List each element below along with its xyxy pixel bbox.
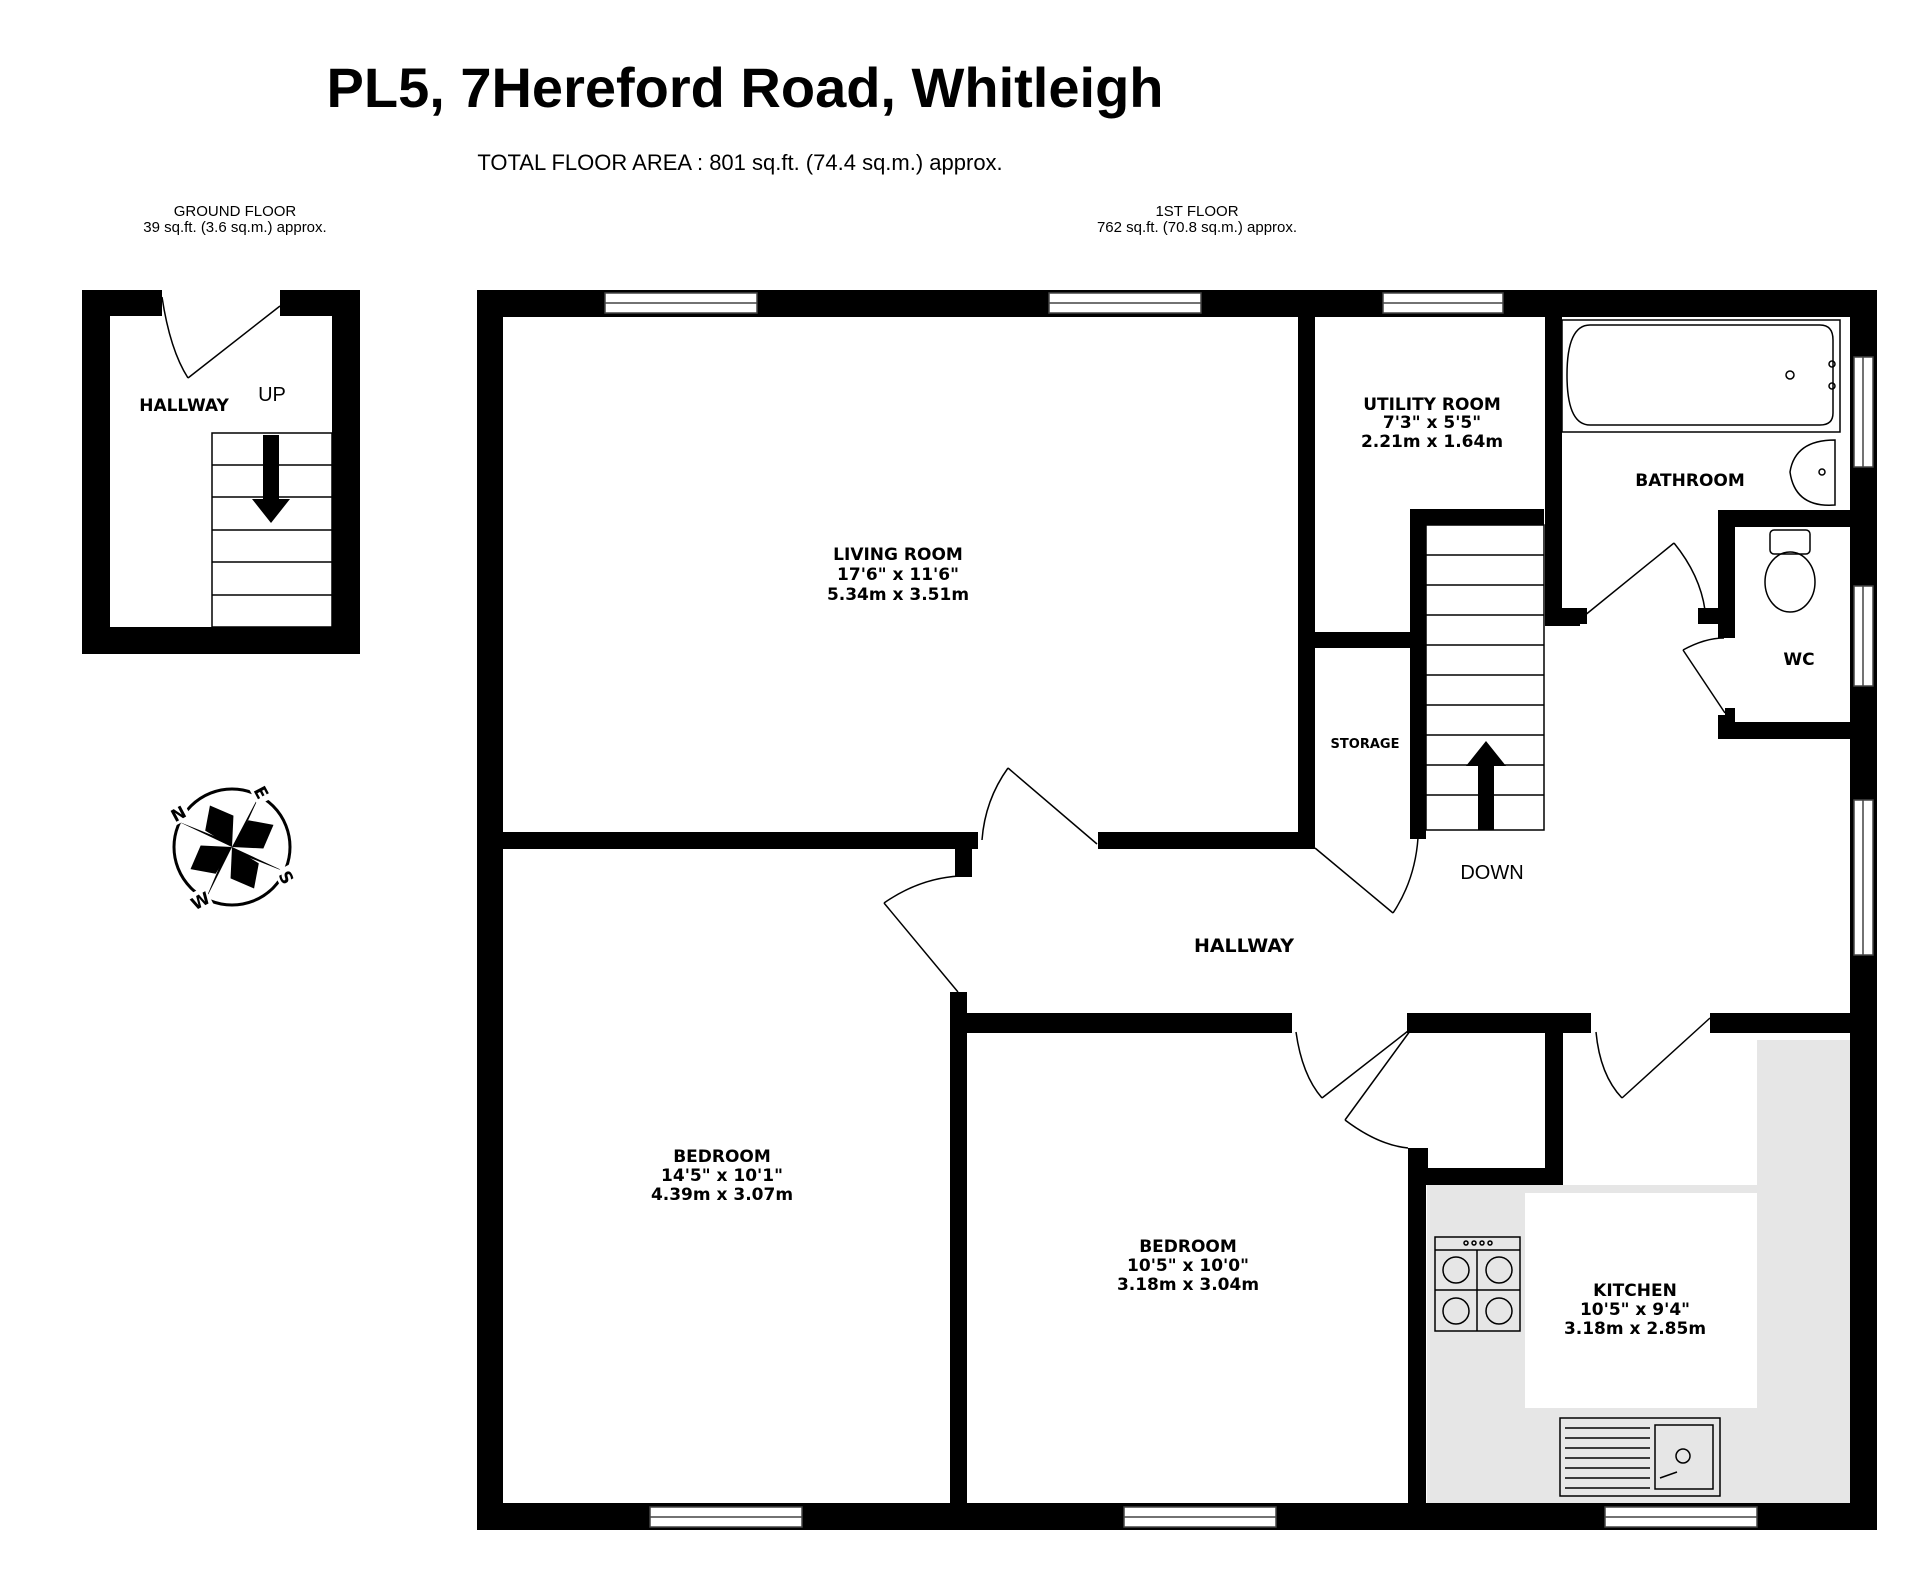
hob-icon <box>1434 1236 1521 1332</box>
kitchen-imperial: 10'5" x 9'4" <box>1580 1300 1690 1320</box>
storage-name: STORAGE <box>1331 737 1400 752</box>
total-floor-area: TOTAL FLOOR AREA : 801 sq.ft. (74.4 sq.m… <box>477 150 1002 175</box>
bathroom-name: BATHROOM <box>1635 471 1745 491</box>
arrow-down-icon <box>252 435 290 523</box>
living-room-name: LIVING ROOM <box>833 545 963 565</box>
bedroom-2-name: BEDROOM <box>1139 1237 1237 1257</box>
ground-stairs-label: UP <box>258 384 286 406</box>
arrow-up-icon <box>1466 741 1506 830</box>
first-stairs-label: DOWN <box>1460 862 1523 884</box>
compass-west: W <box>188 888 214 915</box>
bedroom-2-imperial: 10'5" x 10'0" <box>1127 1256 1249 1276</box>
kitchen-metric: 3.18m x 2.85m <box>1564 1319 1706 1339</box>
hallway-name: HALLWAY <box>1194 935 1294 957</box>
wc-name: WC <box>1783 650 1814 670</box>
living-room-metric: 5.34m x 3.51m <box>827 585 969 605</box>
living-room-imperial: 17'6" x 11'6" <box>837 565 959 585</box>
ground-floor-label: GROUND FLOOR <box>174 203 297 220</box>
kitchen-name: KITCHEN <box>1593 1281 1677 1301</box>
bedroom-1-metric: 4.39m x 3.07m <box>651 1185 793 1205</box>
first-floor-label: 1ST FLOOR <box>1155 203 1238 220</box>
bedroom-1-name: BEDROOM <box>673 1147 771 1167</box>
first-floor-area: 762 sq.ft. (70.8 sq.m.) approx. <box>1097 219 1297 236</box>
bedroom-1-imperial: 14'5" x 10'1" <box>661 1166 783 1186</box>
ground-floor-area: 39 sq.ft. (3.6 sq.m.) approx. <box>143 219 326 236</box>
toilet-icon <box>1764 529 1816 613</box>
bathtub-icon <box>1561 319 1841 433</box>
kitchen-sink-icon <box>1559 1417 1721 1497</box>
ground-floor-plan: HALLWAY UP <box>82 290 360 654</box>
page-title: PL5, 7Hereford Road, Whitleigh <box>327 56 1164 119</box>
utility-room-imperial: 7'3" x 5'5" <box>1383 413 1481 433</box>
ground-hallway-label: HALLWAY <box>139 396 229 416</box>
utility-room-name: UTILITY ROOM <box>1363 395 1501 415</box>
compass-icon: N E S W <box>164 778 301 915</box>
sink-icon <box>1789 439 1836 506</box>
utility-room-metric: 2.21m x 1.64m <box>1361 432 1503 452</box>
bedroom-2-metric: 3.18m x 3.04m <box>1117 1275 1259 1295</box>
first-floor-plan: LIVING ROOM 17'6" x 11'6" 5.34m x 3.51m … <box>477 290 1877 1530</box>
